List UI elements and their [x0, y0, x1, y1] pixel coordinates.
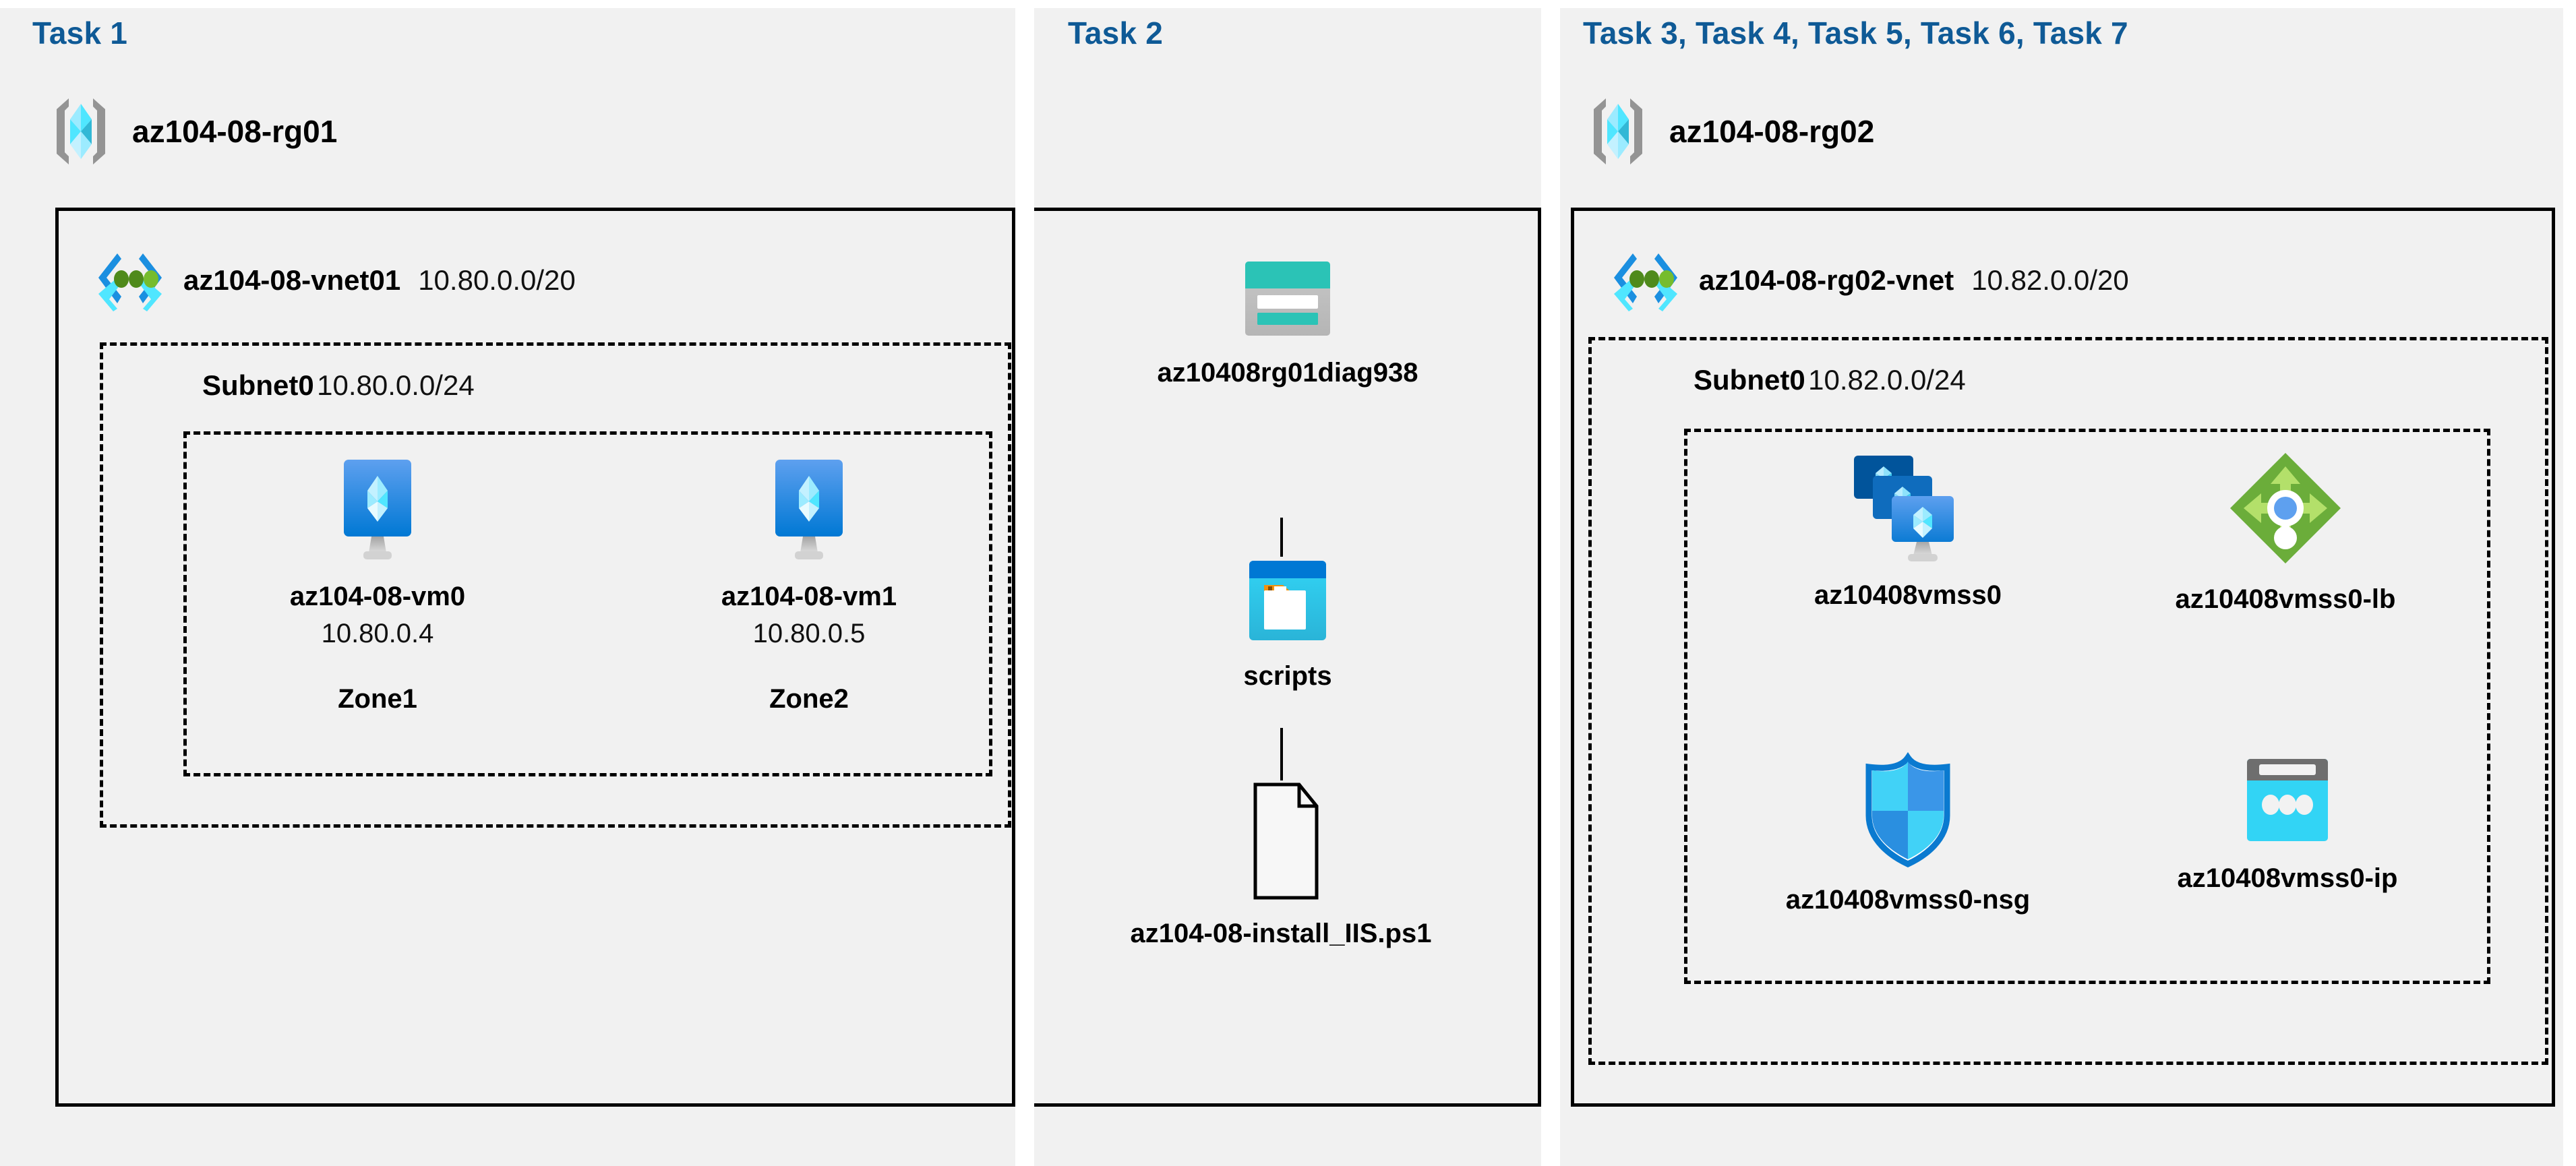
resource-group-rg02: az104-08-rg02: [1586, 94, 1874, 168]
vnet01-cidr: 10.80.0.0/20: [418, 264, 576, 296]
vnet02-boundary: [1571, 208, 2555, 1107]
vnet01-header: az104-08-vnet01 10.80.0.0/20: [94, 248, 576, 313]
public-ip-node: az10408vmss0-ip: [2136, 754, 2439, 895]
vnet01-boundary: [55, 208, 1015, 1107]
resource-group-label: az104-08-rg01: [132, 114, 338, 149]
load-balancer-node: az10408vmss0-lb: [2124, 449, 2447, 616]
virtual-network-icon: [1610, 248, 1681, 313]
vmss-node: az10408vmss0: [1753, 449, 2063, 612]
file-icon: [1237, 780, 1325, 902]
panel-task1: [0, 8, 1015, 1166]
vnet02-name: az104-08-rg02-vnet: [1699, 264, 1954, 296]
network-security-group-icon: [1859, 751, 1956, 868]
task2-boundary: [1034, 208, 1541, 1107]
vm-zone-0: Zone1: [338, 684, 417, 714]
vm-node-1: az104-08-vm1 10.80.0.5 Zone2: [701, 457, 917, 714]
subnet0-left-boundary: [100, 342, 1011, 828]
task2-title: Task 2: [1068, 16, 1163, 51]
nsg-label: az10408vmss0-nsg: [1785, 885, 2031, 915]
storage-account-label: az10408rg01diag938: [1157, 358, 1418, 388]
vm-zone-1: Zone2: [769, 684, 849, 714]
subnet0-right-header: Subnet0 10.82.0.0/24: [1694, 364, 1966, 396]
subnet0-left-name: Subnet0: [202, 369, 314, 401]
nsg-node: az10408vmss0-nsg: [1733, 751, 2083, 917]
load-balancer-icon: [2226, 449, 2345, 567]
connector-scripts-to-file: [1280, 728, 1283, 780]
resource-group-label: az104-08-rg02: [1669, 114, 1875, 149]
blob-container-node: scripts: [1160, 557, 1416, 693]
subnet0-right-cidr: 10.82.0.0/24: [1808, 364, 1966, 396]
virtual-machine-icon: [327, 457, 428, 565]
storage-account-node: az10408rg01diag938: [1126, 256, 1449, 390]
task3-7-title: Task 3, Task 4, Task 5, Task 6, Task 7: [1583, 16, 2128, 51]
load-balancer-label: az10408vmss0-lb: [2175, 584, 2396, 614]
vm-node-0: az104-08-vm0 10.80.0.4 Zone1: [270, 457, 485, 714]
vm-name-1: az104-08-vm1: [721, 582, 897, 611]
resource-group-icon: [49, 94, 113, 168]
file-node: az104-08-install_IIS.ps1: [1072, 780, 1490, 950]
blob-container-icon: [1244, 557, 1331, 644]
subnet0-left-cidr: 10.80.0.0/24: [317, 369, 475, 401]
vm-scale-set-icon: [1847, 449, 1969, 563]
public-ip-label: az10408vmss0-ip: [2177, 863, 2398, 893]
subnet0-right-name: Subnet0: [1694, 364, 1805, 396]
vm-ip-0: 10.80.0.4: [321, 619, 434, 648]
vnet02-cidr: 10.82.0.0/20: [1971, 264, 2129, 296]
vnet01-name: az104-08-vnet01: [183, 264, 401, 296]
subnet0-right-boundary: [1588, 337, 2548, 1065]
resource-group-rg01: az104-08-rg01: [49, 94, 337, 168]
subnet-inner-boundary: [1684, 429, 2490, 984]
subnet0-left-header: Subnet0 10.80.0.0/24: [202, 369, 475, 402]
storage-account-icon: [1237, 256, 1338, 341]
zones-boundary: [183, 431, 992, 776]
connector-storage-to-scripts: [1280, 518, 1283, 557]
file-label: az104-08-install_IIS.ps1: [1130, 919, 1432, 948]
vm-name-0: az104-08-vm0: [289, 582, 466, 611]
panel-task3-7: [1560, 8, 2563, 1166]
resource-group-icon: [1586, 94, 1650, 168]
public-ip-address-icon: [2239, 754, 2336, 847]
vmss-label: az10408vmss0: [1814, 580, 2002, 610]
blob-container-label: scripts: [1243, 661, 1332, 691]
task1-title: Task 1: [32, 16, 127, 51]
virtual-machine-icon: [758, 457, 860, 565]
virtual-network-icon: [94, 248, 166, 313]
vnet02-header: az104-08-rg02-vnet 10.82.0.0/20: [1610, 248, 2129, 313]
vm-ip-1: 10.80.0.5: [752, 619, 866, 648]
